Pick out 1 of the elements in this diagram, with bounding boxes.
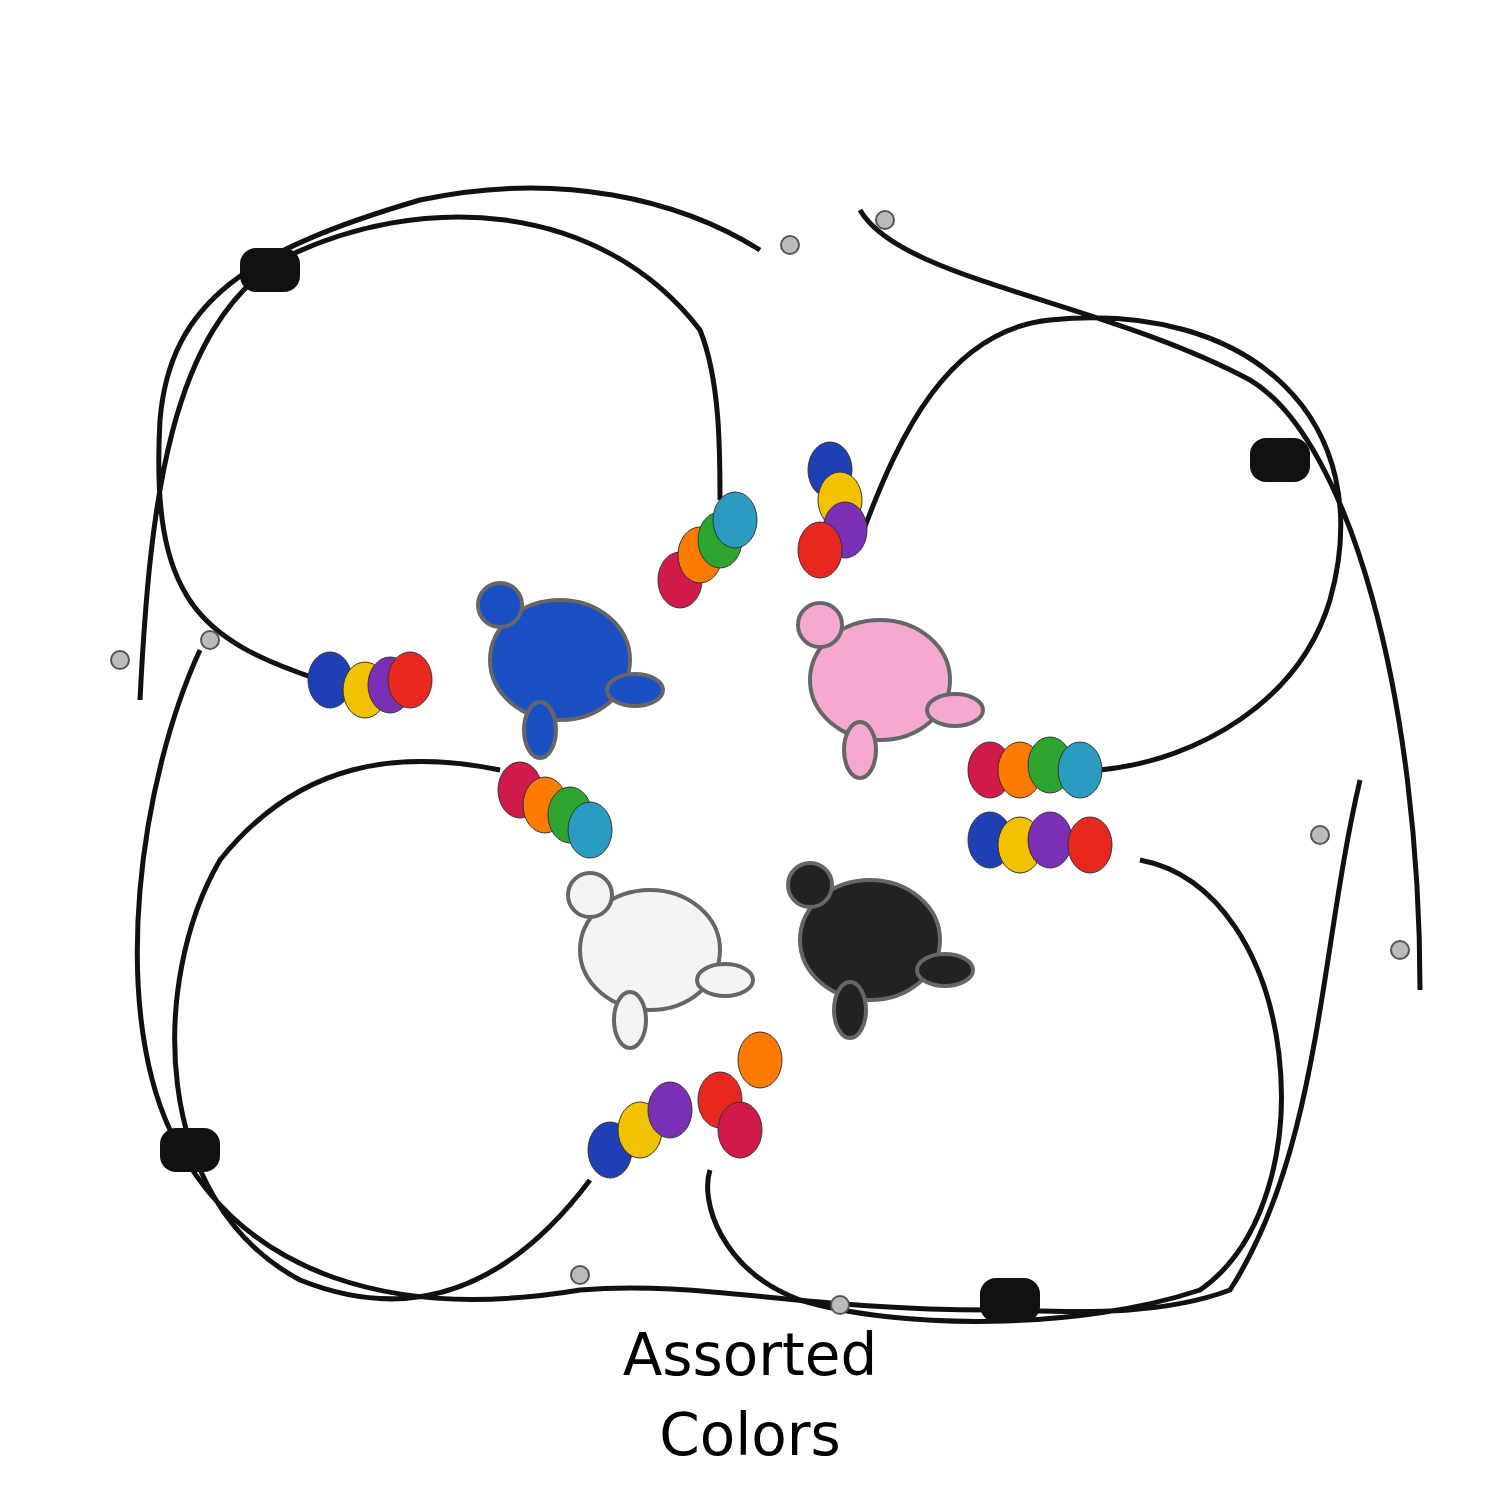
caption-text: Assorted Colors — [621, 1320, 879, 1471]
